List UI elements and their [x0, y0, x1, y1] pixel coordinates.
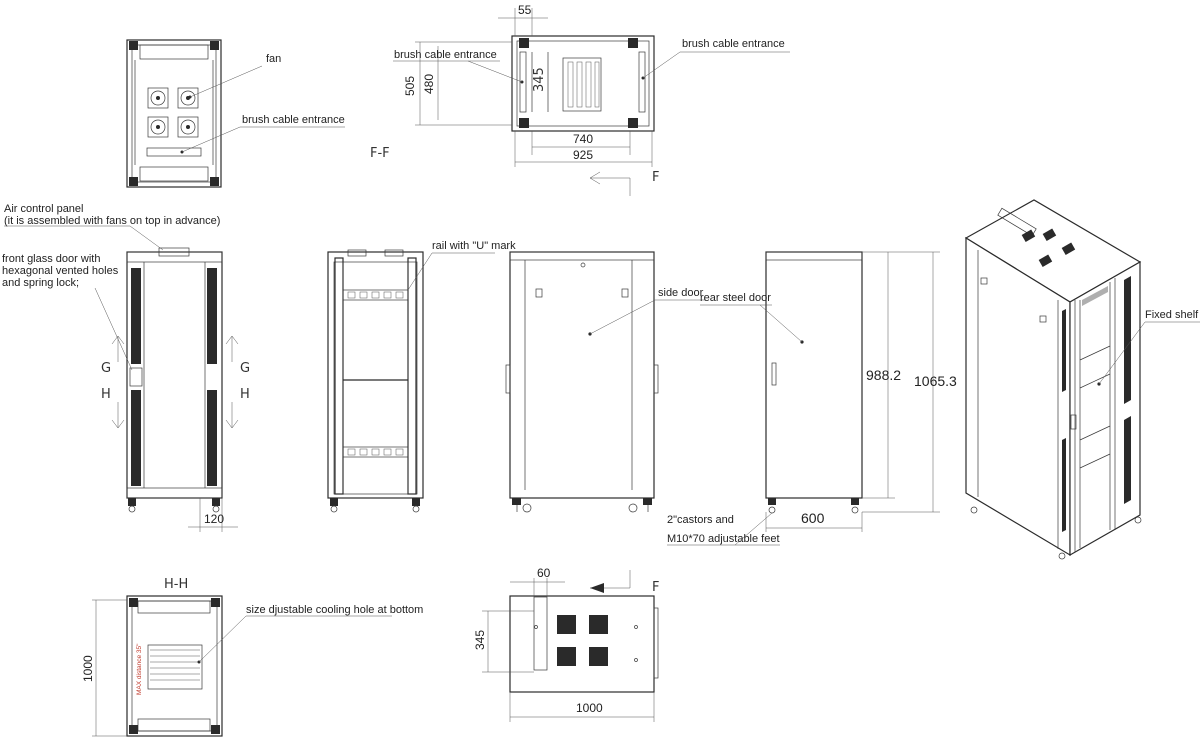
front-glass-door-label-2: hexagonal vented holes [2, 265, 119, 277]
section-h-left: H [101, 387, 111, 402]
brush-cable-entrance-label-right: brush cable entrance [682, 38, 785, 50]
rear-view: rear steel door 988.2 1065.3 600 2"casto… [667, 251, 957, 546]
max-distance-label: MAX distance 35" [136, 643, 143, 695]
dim-345-bottom: 345 [473, 630, 487, 650]
section-f-bottom: F [652, 580, 659, 595]
air-control-panel-note: (it is assembled with fans on top in adv… [4, 215, 220, 227]
frame-view: rail with "U" mark [327, 240, 516, 513]
section-h-right: H [240, 387, 250, 402]
dim-60: 60 [537, 566, 551, 580]
air-control-panel-label: Air control panel [4, 203, 84, 215]
roof-fan-icon [1021, 228, 1076, 267]
dim-1000-left: 1000 [81, 655, 95, 682]
section-f-top: F [652, 170, 659, 185]
section-ff: F-F [370, 146, 390, 161]
vent-grid-icon [557, 615, 608, 666]
roof-view: 60 F 345 1000 [473, 566, 659, 722]
section-hh: H-H [164, 577, 188, 592]
isometric-view: Fixed shelf [964, 199, 1200, 560]
brush-cable-entrance-label-left: brush cable entrance [394, 49, 497, 61]
dim-120: 120 [204, 512, 224, 526]
front-view: G H G H 120 Air control panel (it is ass… [2, 203, 250, 532]
fan-label: fan [266, 53, 281, 65]
dim-480: 480 [422, 74, 436, 94]
plan-view: 345 55 505 480 740 925 F F-F brush cable… [370, 3, 790, 196]
front-glass-door-label-3: and spring lock; [2, 277, 79, 289]
section-hh-view: H-H MAX distance 35" 1000 size djustable… [81, 577, 423, 737]
dim-345-top: 345 [532, 67, 547, 92]
section-g-right: G [240, 361, 250, 376]
brush-cable-entrance-label-top: brush cable entrance [242, 114, 345, 126]
dim-1000-bottom: 1000 [576, 701, 603, 715]
dim-740: 740 [573, 132, 593, 146]
front-glass-door-label-1: front glass door with [2, 253, 100, 265]
rear-steel-door-label: rear steel door [700, 292, 771, 304]
section-g-left: G [101, 361, 111, 376]
rail-u-mark-label: rail with "U" mark [432, 240, 516, 252]
adjustable-feet-label: M10*70 adjustable feet [667, 533, 780, 545]
dim-600: 600 [801, 510, 825, 526]
dim-505: 505 [403, 76, 417, 96]
side-view: side door [505, 251, 706, 513]
dim-1065: 1065.3 [914, 373, 957, 389]
fan-icon [147, 87, 199, 138]
castors-label: 2"castors and [667, 514, 734, 526]
dim-988: 988.2 [866, 367, 901, 383]
dim-925: 925 [573, 148, 593, 162]
cooling-hole-label: size djustable cooling hole at bottom [246, 604, 423, 616]
dim-55: 55 [518, 3, 532, 17]
side-door-label: side door [658, 287, 704, 299]
fixed-shelf-label: Fixed shelf [1145, 309, 1199, 321]
top-view-fans: fan brush cable entrance [126, 39, 345, 188]
